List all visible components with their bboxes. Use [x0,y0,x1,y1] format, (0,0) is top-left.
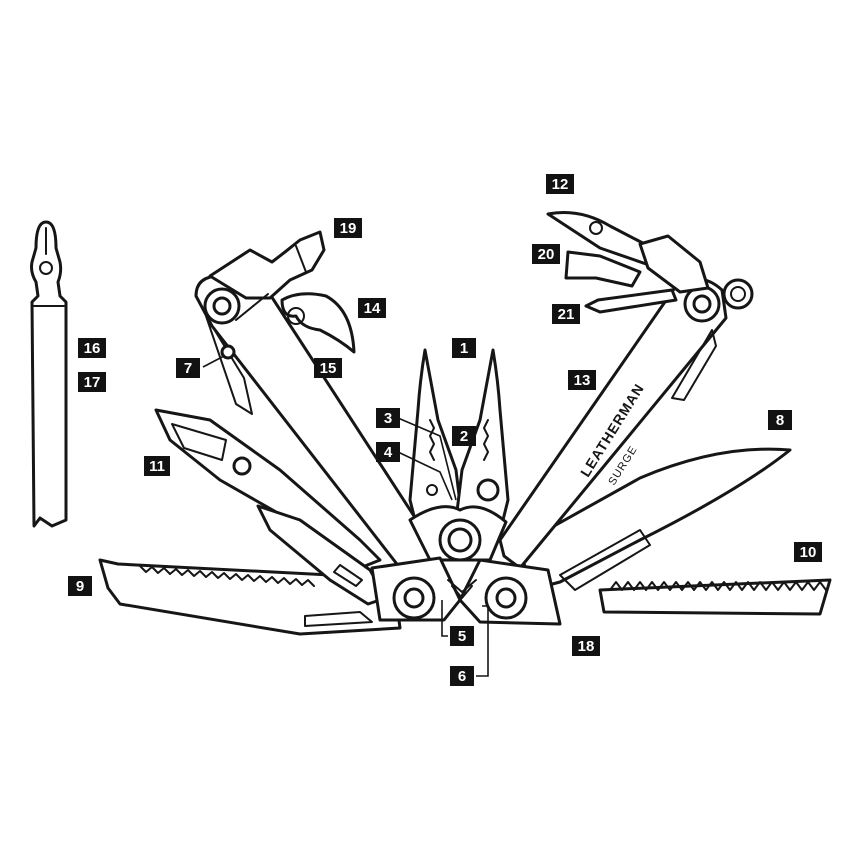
callout-label-14: 14 [358,298,386,318]
svg-text:19: 19 [340,220,357,237]
svg-text:2: 2 [460,428,468,445]
callout-label-16: 16 [78,338,106,358]
svg-text:10: 10 [800,544,817,561]
callout-label-3: 3 [376,408,400,428]
svg-text:12: 12 [552,176,569,193]
svg-text:8: 8 [776,412,784,429]
leader-lines [202,355,489,677]
callout-label-7: 7 [176,358,200,378]
callout-label-11: 11 [144,456,170,476]
svg-text:5: 5 [458,628,466,645]
serrated-knife-blade [98,558,402,636]
bottom-pivots [370,556,562,626]
callout-label-1: 1 [452,338,476,358]
svg-text:16: 16 [84,340,101,357]
svg-text:3: 3 [384,410,392,427]
svg-text:14: 14 [364,300,381,317]
callout-label-8: 8 [768,410,792,430]
wood-saw [598,578,832,616]
straight-knife-blade [518,447,792,592]
callout-label-15: 15 [314,358,342,378]
callout-label-2: 2 [452,426,476,446]
svg-text:18: 18 [578,638,595,655]
svg-text:13: 13 [574,372,591,389]
pliers-head [408,348,510,562]
callout-label-17: 17 [78,372,106,392]
svg-text:4: 4 [384,444,393,461]
callout-label-20: 20 [532,244,560,264]
callout-label-10: 10 [794,542,822,562]
svg-text:20: 20 [538,246,555,263]
callout-label-18: 18 [572,636,600,656]
callout-label-13: 13 [568,370,596,390]
svg-text:11: 11 [149,458,165,475]
svg-text:15: 15 [320,360,337,377]
callout-label-5: 5 [450,626,474,646]
jigsaw-blade [30,220,68,528]
callout-label-12: 12 [546,174,574,194]
svg-text:17: 17 [84,374,101,391]
svg-text:1: 1 [460,340,468,357]
callout-label-4: 4 [376,442,400,462]
scissors [154,408,388,606]
svg-text:6: 6 [458,668,466,685]
callout-label-19: 19 [334,218,362,238]
callout-label-9: 9 [68,576,92,596]
callout-label-21: 21 [552,304,580,324]
svg-text:9: 9 [76,578,84,595]
svg-text:21: 21 [558,306,575,323]
callout-label-6: 6 [450,666,474,686]
svg-text:7: 7 [184,360,192,377]
